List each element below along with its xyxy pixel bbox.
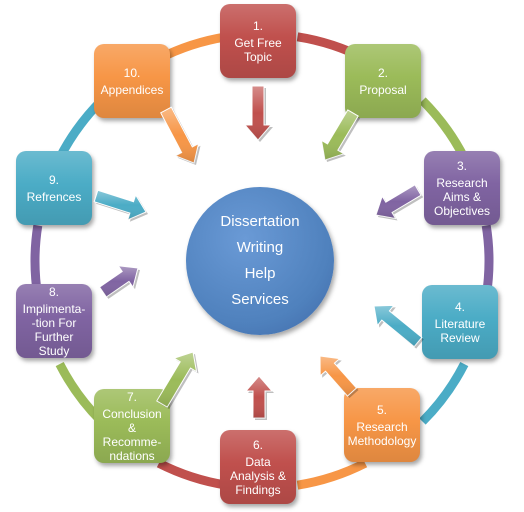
step-label: Conclusion & Recomme- ndations xyxy=(102,406,162,463)
step-label: Research Methodology xyxy=(347,419,417,448)
step-9-references: 9. Refrences xyxy=(16,151,92,225)
ring-segment xyxy=(296,459,368,490)
arrow-gloss xyxy=(94,190,146,220)
step-8-implementation-further-study: 8. Implimenta- -tion For Further Study xyxy=(16,284,92,358)
center-label: Dissertation Writing Help Services xyxy=(220,213,300,308)
arrow-gloss xyxy=(320,356,357,396)
ring-segment xyxy=(419,362,469,425)
arrow-gloss xyxy=(156,352,197,408)
step-number: 2. xyxy=(377,65,388,80)
step-4-literature-review: 4. Literature Review xyxy=(422,285,498,359)
step-label: Proposal xyxy=(359,82,407,97)
step-label: Research Aims & Objectives xyxy=(433,175,491,218)
step-2-proposal: 2. Proposal xyxy=(345,44,421,118)
arrow-gloss xyxy=(321,109,359,160)
step-number: 6. xyxy=(252,437,263,452)
step-number: 10. xyxy=(123,65,141,80)
step-label: Get Free Topic xyxy=(234,35,282,64)
step-1-get-free-topic: 1. Get Free Topic xyxy=(220,4,296,78)
arrow-gloss xyxy=(160,107,199,163)
step-label: Refrences xyxy=(26,189,82,204)
step-label: Implimenta- -tion For Further Study xyxy=(22,301,86,358)
step-label: Data Analysis & Findings xyxy=(229,454,287,497)
arrow-gloss xyxy=(245,86,271,140)
step-5-research-methodology: 5. Research Methodology xyxy=(344,388,420,462)
step-number: 1. xyxy=(252,18,263,33)
step-number: 4. xyxy=(454,299,465,314)
step-10-appendices: 10. Appendices xyxy=(94,44,170,118)
step-number: 5. xyxy=(376,402,387,417)
step-label: Literature Review xyxy=(434,316,486,345)
arrow-gloss xyxy=(374,305,422,347)
step-number: 8. xyxy=(48,284,59,299)
step-3-research-aims-objectives: 3. Research Aims & Objectives xyxy=(424,151,500,225)
arrow-gloss xyxy=(246,376,272,418)
arrow-gloss xyxy=(99,265,138,297)
center-circle: Dissertation Writing Help Services xyxy=(186,187,334,335)
arrow-gloss xyxy=(376,184,422,219)
step-label: Appendices xyxy=(100,82,164,97)
step-6-data-analysis-findings: 6. Data Analysis & Findings xyxy=(220,430,296,504)
step-number: 9. xyxy=(48,172,59,187)
step-number: 7. xyxy=(126,389,137,404)
step-number: 3. xyxy=(456,158,467,173)
